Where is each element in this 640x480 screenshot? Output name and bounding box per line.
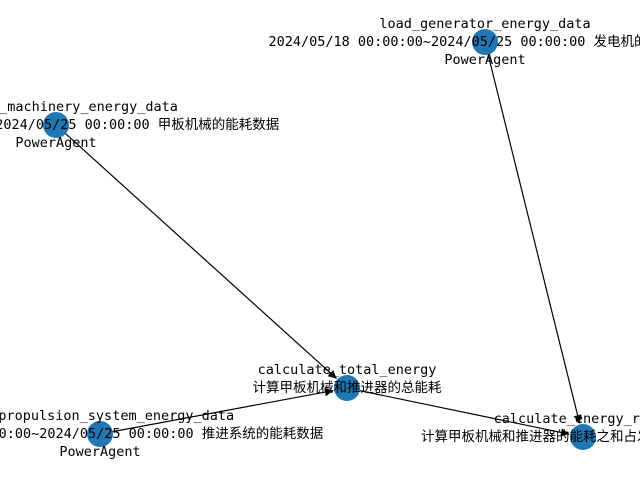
node-label-deck_machinery-line-0: get_deck_machinery_energy_data (0, 99, 178, 115)
node-propulsion[interactable] (87, 421, 113, 447)
edge-calculate_total-to-calculate_ratio (359, 390, 570, 437)
node-label-propulsion-line-1: 2024/05/18 00:00:00~2024/05/25 00:00:00 … (0, 426, 323, 442)
node-label-propulsion-line-0: get_propulsion_system_energy_data (0, 408, 234, 424)
node-label-propulsion-line-2: PowerAgent (59, 444, 140, 460)
node-calculate_ratio[interactable] (570, 424, 596, 450)
edge-layer (65, 54, 582, 437)
node-label-deck_machinery-line-1: 2024/05/18 00:00:00~2024/05/25 00:00:00 … (0, 117, 279, 133)
node-label-deck_machinery-line-2: PowerAgent (15, 135, 96, 151)
node-label-load_generator-line-2: PowerAgent (444, 52, 525, 68)
edge-propulsion-to-calculate_total (112, 387, 334, 433)
node-label-load_generator-line-1: 2024/05/18 00:00:00~2024/05/25 00:00:00 … (268, 34, 640, 50)
edge-load_generator-to-calculate_ratio (487, 54, 582, 424)
node-calculate_total[interactable] (334, 375, 360, 401)
node-label-load_generator-line-0: load_generator_energy_data (379, 16, 590, 32)
edge-deck_machinery-to-calculate_total (65, 133, 338, 380)
node-label-calculate_total-line-1: 计算甲板机械和推进器的总能耗 (253, 380, 442, 396)
node-load_generator[interactable] (472, 29, 498, 55)
label-layer: load_generator_energy_data 2024/05/18 00:… (0, 16, 640, 460)
node-label-calculate_ratio-line-1: 计算甲板机械和推进器的能耗之和占发电机能耗的比例 (421, 429, 640, 445)
node-label-calculate_ratio-line-0: calculate_energy_ratio (494, 411, 640, 427)
node-deck_machinery[interactable] (43, 112, 69, 138)
node-label-calculate_total-line-0: calculate_total_energy (258, 362, 437, 378)
node-layer (43, 29, 596, 450)
